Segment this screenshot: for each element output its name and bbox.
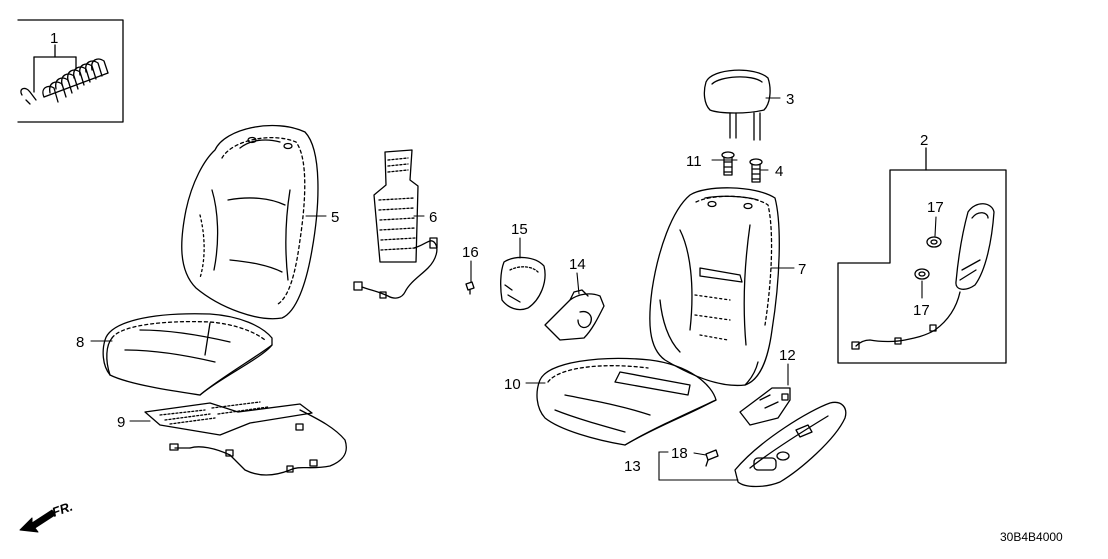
- clip-coil-icon: [42, 58, 109, 103]
- part-13-side-trim: [734, 401, 847, 488]
- part-labels: 1 2 3 4 5 6 7 8 9 10 11 12 13 14 15 16 1…: [50, 30, 944, 475]
- part-16-clip: [465, 281, 475, 295]
- label-part-17-lower: 17: [913, 302, 930, 319]
- label-part-9: 9: [117, 414, 125, 431]
- part-18-screw: [705, 449, 719, 467]
- part-17-grommet-upper: [926, 236, 942, 248]
- part-10-seat-cushion: [536, 357, 717, 446]
- part-6-back-heater: [353, 149, 438, 299]
- label-part-3: 3: [786, 91, 794, 108]
- part-11-guide: [721, 151, 735, 176]
- part-17-grommet-lower: [914, 268, 930, 280]
- part-4-guide: [749, 158, 763, 183]
- front-label: FR.: [50, 499, 75, 520]
- part-5-seat-back-cover: [181, 125, 319, 320]
- label-part-16: 16: [462, 244, 479, 261]
- part-15-cover: [500, 256, 546, 311]
- label-part-15: 15: [511, 221, 528, 238]
- label-part-18: 18: [671, 445, 688, 462]
- label-part-13: 13: [624, 458, 641, 475]
- front-arrow-icon: [19, 509, 56, 533]
- part-3-headrest: [703, 69, 771, 141]
- part-8-seat-cushion-cover: [102, 313, 273, 396]
- label-part-17-upper: 17: [927, 199, 944, 216]
- part-7-seat-back: [649, 187, 780, 387]
- label-part-4: 4: [775, 163, 783, 180]
- label-part-14: 14: [569, 256, 586, 273]
- part-14-trim: [544, 289, 605, 341]
- label-part-6: 6: [429, 209, 437, 226]
- label-part-12: 12: [779, 347, 796, 364]
- part-9-seat-heater: [144, 401, 347, 476]
- part-1-hog-ring-clips: [17, 19, 124, 123]
- front-direction-indicator: FR.: [19, 499, 75, 533]
- part-12-bracket: [739, 387, 791, 426]
- label-part-10: 10: [504, 376, 521, 393]
- diagram-code: 30B4B4000: [1000, 530, 1063, 544]
- label-part-5: 5: [331, 209, 339, 226]
- label-part-2: 2: [920, 132, 928, 149]
- label-part-11: 11: [686, 153, 702, 170]
- label-part-7: 7: [798, 261, 806, 278]
- part-2-side-airbag: [837, 147, 1007, 364]
- leader-lines: [90, 97, 937, 481]
- label-part-8: 8: [76, 334, 84, 351]
- label-part-1: 1: [50, 30, 58, 47]
